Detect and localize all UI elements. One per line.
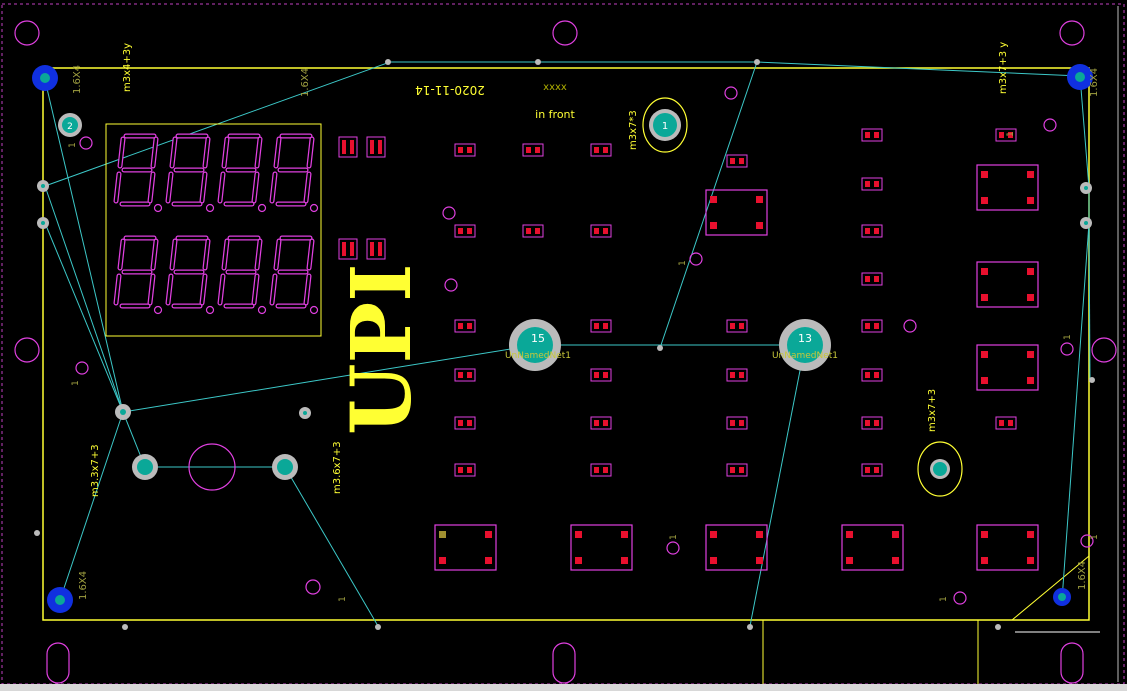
svg-text:1: 1: [678, 260, 688, 266]
via-label-c: 1.6X4: [1089, 68, 1100, 97]
smd-vertical-pair: [338, 136, 358, 158]
hole-label-m3-3: m3.3x7+3: [90, 444, 101, 497]
relay-footprint: [841, 524, 904, 571]
smd-pair: [454, 143, 476, 157]
hole-label-m3x7-top: m3x7*3: [628, 110, 639, 150]
pad-number-2: 2: [67, 122, 73, 132]
layer-tab-bar[interactable]: [0, 684, 1127, 691]
smd-pair: [861, 272, 883, 286]
svg-text:1: 1: [669, 534, 679, 540]
segment-digit: [217, 235, 267, 315]
date-label: 2020-11-14: [415, 83, 485, 97]
segment-digit: [113, 133, 163, 213]
smd-pair: [861, 224, 883, 238]
segment-digit: [165, 133, 215, 213]
smd-pair: [726, 463, 748, 477]
smd-pair: [861, 368, 883, 382]
net-label-1: UnNamedNet1: [505, 351, 571, 361]
smd-pair: [454, 224, 476, 238]
ratsnest-group: [44, 61, 1091, 627]
segment-digit: [165, 235, 215, 315]
smd-pair: [861, 319, 883, 333]
smd-pair: [454, 368, 476, 382]
smd-pair: [726, 368, 748, 382]
smd-pair: [590, 368, 612, 382]
smd-vertical-pair: [338, 238, 358, 260]
smd-pair: [590, 463, 612, 477]
smd-pair: [590, 143, 612, 157]
smd-pair: [726, 416, 748, 430]
smd-pair: [861, 177, 883, 191]
smd-pair: [590, 416, 612, 430]
segment-digit: [113, 235, 163, 315]
window-frame: [1, 3, 1125, 685]
smd-pair: [590, 319, 612, 333]
relay-footprint: [570, 524, 633, 571]
smd-pair: [995, 128, 1017, 142]
hole-label-m3-6: m3.6x7+3: [332, 441, 343, 494]
corner-diagonal: [1011, 555, 1090, 621]
relay-footprint: [705, 189, 768, 236]
segment-digit: [217, 133, 267, 213]
mounting-holes: [14, 20, 1117, 605]
smd-pair: [454, 416, 476, 430]
net-label-2: UnNamedNet1: [772, 351, 838, 361]
mark-in-front: in front: [535, 108, 575, 121]
smd-pads: [338, 128, 1017, 477]
via-label-e: 1.6X4: [1077, 561, 1088, 590]
smd-pair: [861, 463, 883, 477]
hole-label-m3x7-right: m3x7+3: [927, 389, 938, 432]
relay-footprints: [434, 164, 1039, 571]
seven-segment-display: [105, 123, 322, 337]
svg-text:1: 1: [1063, 334, 1073, 340]
hole-label-tr: m3x7+3 y: [998, 42, 1009, 94]
smd-pair: [861, 416, 883, 430]
mark-xxxx: xxxx: [543, 82, 567, 93]
pad-number-1: 1: [662, 121, 668, 132]
smd-pair: [454, 319, 476, 333]
relay-footprint: [705, 524, 768, 571]
smd-pair: [861, 128, 883, 142]
relay-footprint: [976, 344, 1039, 391]
small-vias: [34, 59, 1095, 630]
segment-digit: [269, 235, 319, 315]
svg-text:1: 1: [1006, 131, 1016, 137]
svg-text:1: 1: [338, 596, 348, 602]
blue-vias: [32, 64, 1093, 613]
pad-number-13: 13: [798, 332, 812, 345]
smd-pair: [522, 224, 544, 238]
via-label-d: 1.6X4: [78, 571, 89, 600]
smd-pair: [726, 154, 748, 168]
relay-footprint: [434, 524, 497, 571]
smd-vertical-pair: [366, 136, 386, 158]
smd-pair: [454, 463, 476, 477]
svg-text:1: 1: [71, 380, 81, 386]
relay-footprint: [976, 164, 1039, 211]
segment-digit: [269, 133, 319, 213]
svg-text:1: 1: [68, 142, 78, 148]
smd-vertical-pair: [366, 238, 386, 260]
svg-text:1: 1: [1090, 534, 1100, 540]
smd-pair: [590, 224, 612, 238]
smd-pair: [995, 416, 1017, 430]
via-label-b: 1.6X4: [300, 68, 311, 97]
smd-pair: [522, 143, 544, 157]
svg-text:1: 1: [939, 596, 949, 602]
via-label-a: 1.6X4: [72, 65, 83, 94]
smd-pair: [726, 319, 748, 333]
hole-label-tl: m3x4+3y: [122, 43, 133, 92]
through-hole-pads: 2 15 13 1: [58, 97, 963, 497]
relay-footprint: [976, 261, 1039, 308]
slot-holes: [46, 642, 1084, 684]
relay-footprint: [976, 524, 1039, 571]
pin-one-markers: 1 1 1 1 1 1 1 1 1: [68, 131, 1100, 602]
board-outline: [42, 67, 1090, 621]
pad-number-15: 15: [531, 332, 545, 345]
brand-label: UPI: [334, 263, 430, 435]
